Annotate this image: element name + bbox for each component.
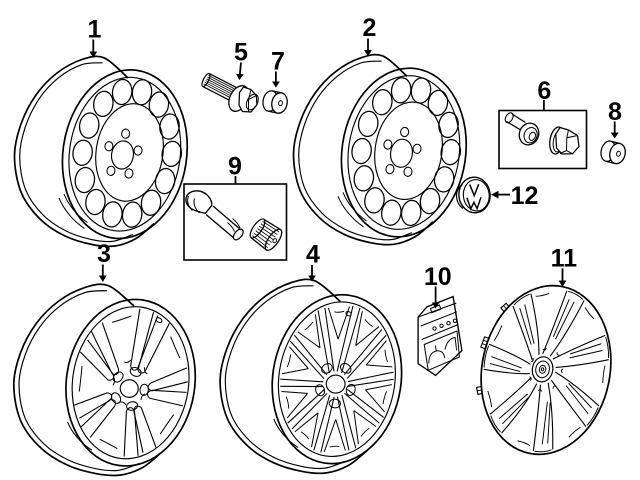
- svg-text:3: 3: [97, 240, 111, 268]
- svg-text:8: 8: [608, 98, 622, 126]
- svg-text:5: 5: [234, 39, 248, 67]
- svg-text:10: 10: [424, 263, 452, 291]
- svg-text:1: 1: [88, 16, 102, 44]
- svg-text:9: 9: [228, 152, 242, 180]
- svg-text:7: 7: [271, 48, 285, 76]
- svg-text:6: 6: [537, 77, 551, 105]
- svg-text:11: 11: [551, 245, 578, 273]
- svg-text:12: 12: [511, 182, 539, 210]
- svg-text:4: 4: [306, 241, 320, 269]
- svg-text:2: 2: [362, 14, 376, 42]
